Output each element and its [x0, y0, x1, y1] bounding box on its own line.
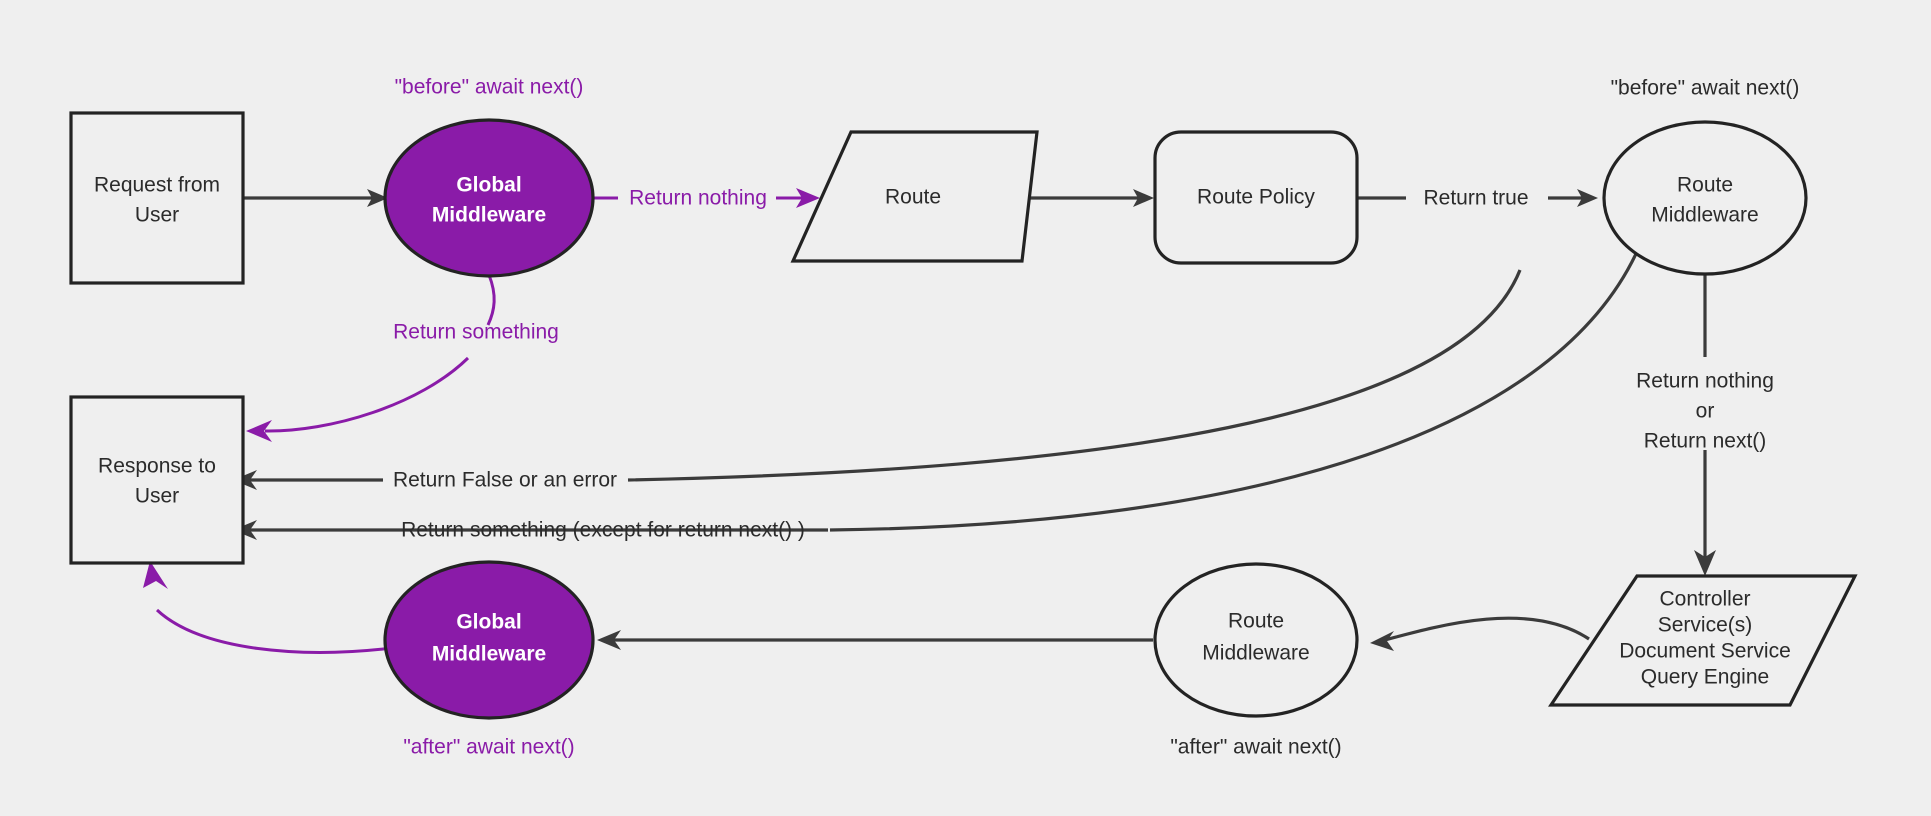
- node-response-to-user[interactable]: Response to User: [69, 395, 245, 565]
- response-to-user-label-line2: User: [135, 485, 179, 508]
- annotation-before-await-next-route: "before" await next(): [1611, 77, 1800, 100]
- route-middleware-top-label-line2: Middleware: [1651, 204, 1758, 227]
- route-label: Route: [885, 186, 941, 209]
- svg-text:"before" await next(): "before" await next(): [395, 76, 584, 99]
- response-to-user-label-line1: Response to: [98, 455, 216, 478]
- node-route-middleware-top[interactable]: Route Middleware: [1602, 120, 1808, 276]
- annotation-after-await-next-global: "after" await next(): [403, 736, 574, 759]
- svg-text:"before" await next(): "before" await next(): [1611, 77, 1800, 100]
- node-controller-services[interactable]: Controller Service(s) Document Service Q…: [1548, 574, 1858, 707]
- node-global-middleware-bottom[interactable]: Global Middleware: [383, 560, 595, 720]
- edge-global-middleware-to-route: [594, 188, 820, 208]
- controller-label-line2: Service(s): [1658, 614, 1753, 637]
- route-policy-label: Route Policy: [1197, 186, 1315, 209]
- route-middleware-bottom-label-line1: Route: [1228, 610, 1284, 633]
- edge-label-return-true: Return true: [1423, 187, 1528, 210]
- edge-route-policy-to-route-middleware: [1357, 189, 1598, 207]
- svg-text:or: or: [1696, 400, 1715, 423]
- edge-label-return-nothing: Return nothing: [629, 187, 767, 210]
- edge-route-to-route-policy: [1022, 189, 1154, 207]
- svg-text:Return something: Return something: [393, 321, 559, 344]
- edge-route-middleware-to-response: [233, 244, 1642, 540]
- global-middleware-bottom-label-line2: Middleware: [432, 643, 546, 666]
- node-route-policy[interactable]: Route Policy: [1153, 130, 1359, 265]
- node-global-middleware-top[interactable]: Global Middleware: [383, 118, 595, 278]
- svg-text:Return nothing: Return nothing: [1636, 370, 1774, 393]
- svg-text:"after" await next(): "after" await next(): [1170, 736, 1341, 759]
- controller-label-line4: Query Engine: [1641, 666, 1769, 689]
- controller-label-line1: Controller: [1659, 588, 1750, 611]
- edge-label-return-something-except: Return something (except for return next…: [401, 519, 805, 542]
- edge-route-policy-to-response: [233, 269, 1522, 490]
- route-middleware-bottom-label-line2: Middleware: [1202, 642, 1309, 665]
- annotation-after-await-next-route: "after" await next(): [1170, 736, 1341, 759]
- edge-global-middleware-bottom-to-response: [143, 561, 401, 654]
- edge-controller-to-route-middleware-bottom: [1370, 616, 1590, 651]
- node-request-from-user[interactable]: Request from User: [69, 111, 245, 285]
- global-middleware-top-label-line2: Middleware: [432, 204, 546, 227]
- edge-label-return-nothing-or-next: Return nothing or Return next(): [1636, 370, 1774, 453]
- edge-route-middleware-bottom-to-global-middleware-bottom: [597, 630, 1153, 650]
- route-middleware-top-label-line1: Route: [1677, 174, 1733, 197]
- svg-text:Return nothing: Return nothing: [629, 187, 767, 210]
- node-route[interactable]: Route: [790, 130, 1039, 263]
- node-route-middleware-bottom[interactable]: Route Middleware: [1153, 562, 1359, 718]
- request-from-user-label-line1: Request from: [94, 174, 220, 197]
- edge-label-return-something: Return something: [393, 321, 559, 344]
- svg-text:"after" await next(): "after" await next(): [403, 736, 574, 759]
- svg-text:Return False or an error: Return False or an error: [393, 469, 617, 492]
- global-middleware-top-label-line1: Global: [456, 174, 521, 197]
- request-from-user-label-line2: User: [135, 204, 179, 227]
- annotation-before-await-next-global: "before" await next(): [395, 76, 584, 99]
- edge-label-return-false-or-error: Return False or an error: [393, 469, 617, 492]
- svg-text:Return next(): Return next(): [1644, 430, 1767, 453]
- edge-global-middleware-top-to-response: [246, 274, 496, 442]
- global-middleware-bottom-label-line1: Global: [456, 611, 521, 634]
- svg-text:Return true: Return true: [1423, 187, 1528, 210]
- controller-label-line3: Document Service: [1619, 640, 1791, 663]
- svg-text:Return something (except for r: Return something (except for return next…: [401, 519, 805, 542]
- edge-request-to-global-middleware: [243, 189, 388, 207]
